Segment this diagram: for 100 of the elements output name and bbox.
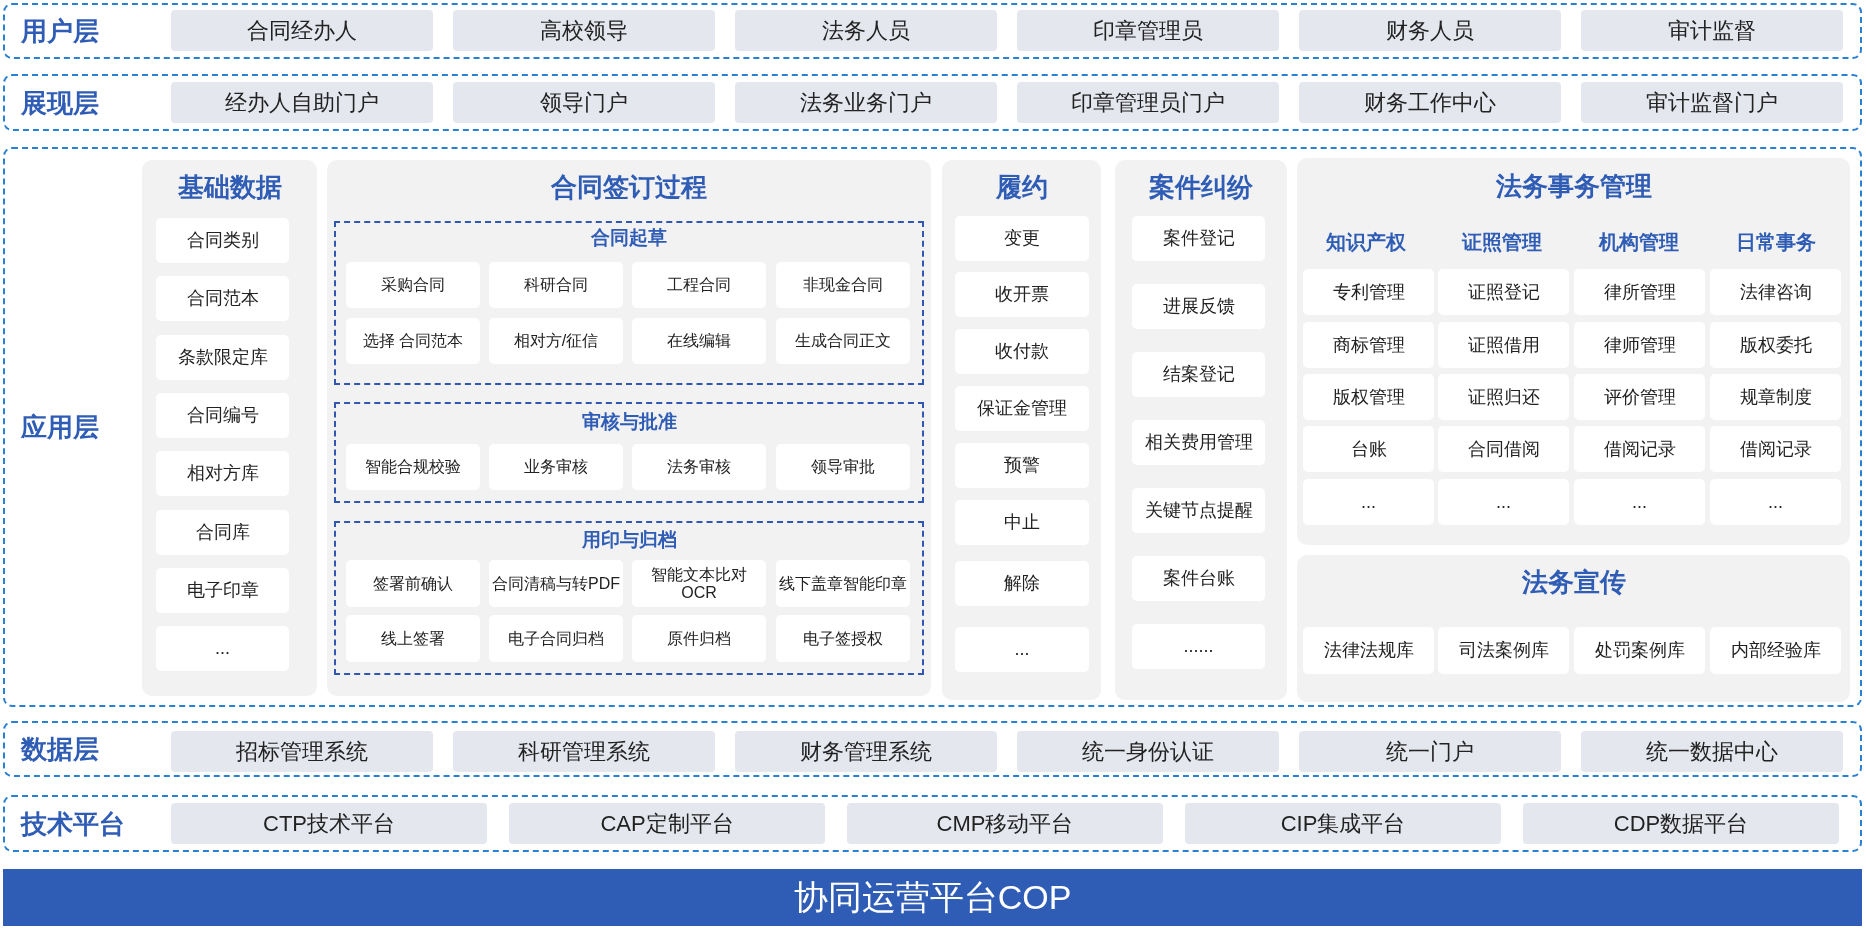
layer-item-tile: CMP移动平台 <box>847 803 1163 844</box>
function-tile: 法务审核 <box>632 444 766 490</box>
function-tile: 原件归档 <box>632 615 766 662</box>
function-tile: 法律法规库 <box>1303 627 1434 674</box>
module-panel <box>327 160 931 696</box>
function-tile: 内部经验库 <box>1710 627 1841 674</box>
function-tile: ... <box>1574 479 1705 525</box>
function-tile: 证照借用 <box>1438 322 1569 368</box>
layer-band <box>3 795 1862 852</box>
function-tile: 领导审批 <box>776 444 910 490</box>
function-tile: 商标管理 <box>1303 322 1434 368</box>
layer-item-tile: 统一数据中心 <box>1581 731 1843 772</box>
module-title: 合同签订过程 <box>551 170 707 204</box>
function-tile: 合同库 <box>156 510 289 555</box>
platform-banner: 协同运营平台COP <box>3 869 1862 926</box>
stage-frame <box>334 221 924 385</box>
function-tile: 保证金管理 <box>955 386 1089 431</box>
stage-title: 合同起草 <box>591 226 667 250</box>
function-tile: 处罚案例库 <box>1574 627 1705 674</box>
layer-item-tile: 印章管理员 <box>1017 10 1279 51</box>
function-tile: 线上签署 <box>346 615 480 662</box>
function-tile: 关键节点提醒 <box>1132 488 1265 533</box>
layer-item-tile: 统一身份认证 <box>1017 731 1279 772</box>
function-tile: 收开票 <box>955 272 1089 317</box>
function-tile: 律所管理 <box>1574 269 1705 315</box>
function-tile: ... <box>156 626 289 671</box>
function-tile: 智能文本比对OCR <box>632 560 766 607</box>
layer-item-tile: 审计监督门户 <box>1581 82 1843 123</box>
layer-title: 应用层 <box>21 410 99 444</box>
function-tile: 电子印章 <box>156 568 289 613</box>
layer-item-tile: 财务工作中心 <box>1299 82 1561 123</box>
function-tile: 案件台账 <box>1132 556 1265 601</box>
module-title: 法务宣传 <box>1521 565 1626 599</box>
function-tile: 结案登记 <box>1132 352 1265 397</box>
function-tile: 进展反馈 <box>1132 284 1265 329</box>
function-tile: ... <box>1438 479 1569 525</box>
function-tile: 合同借阅 <box>1438 426 1569 472</box>
module-title: 基础数据 <box>177 170 282 204</box>
layer-item-tile: 经办人自助门户 <box>171 82 433 123</box>
function-tile: 条款限定库 <box>156 335 289 380</box>
module-title: 履约 <box>995 170 1048 204</box>
function-tile: 电子签授权 <box>776 615 910 662</box>
function-tile: 相关费用管理 <box>1132 420 1265 465</box>
function-tile: 业务审核 <box>489 444 623 490</box>
function-tile: 电子合同归档 <box>489 615 623 662</box>
function-tile: 司法案例库 <box>1438 627 1569 674</box>
function-tile: 收付款 <box>955 329 1089 374</box>
function-tile: ... <box>955 627 1089 672</box>
layer-title: 用户层 <box>21 14 99 48</box>
function-tile: 版权管理 <box>1303 374 1434 420</box>
stage-frame <box>334 402 924 503</box>
function-tile: 借阅记录 <box>1574 426 1705 472</box>
function-tile: 台账 <box>1303 426 1434 472</box>
layer-band <box>3 147 1862 707</box>
function-tile: 预警 <box>955 443 1089 488</box>
stage-title: 审核与批准 <box>581 410 677 434</box>
function-tile: 借阅记录 <box>1710 426 1841 472</box>
function-tile: 工程合同 <box>632 262 766 308</box>
column-heading: 机构管理 <box>1599 229 1679 255</box>
function-tile: 合同清稿与转PDF <box>489 560 623 607</box>
function-tile: 解除 <box>955 561 1089 606</box>
function-tile: 相对方/征信 <box>489 318 623 364</box>
layer-title: 技术平台 <box>21 807 125 840</box>
column-heading: 证照管理 <box>1462 229 1542 255</box>
function-tile: 线下盖章智能印章 <box>776 560 910 607</box>
function-tile: 合同编号 <box>156 393 289 438</box>
layer-band <box>3 721 1862 777</box>
layer-item-tile: CTP技术平台 <box>171 803 487 844</box>
module-title: 法务事务管理 <box>1495 169 1652 203</box>
layer-band <box>3 3 1862 59</box>
layer-item-tile: 高校领导 <box>453 10 715 51</box>
function-tile: 法律咨询 <box>1710 269 1841 315</box>
function-tile: 中止 <box>955 500 1089 545</box>
function-tile: 合同范本 <box>156 276 289 321</box>
layer-item-tile: 招标管理系统 <box>171 731 433 772</box>
column-heading: 知识产权 <box>1326 229 1406 255</box>
layer-item-tile: 印章管理员门户 <box>1017 82 1279 123</box>
function-tile: ... <box>1710 479 1841 525</box>
function-tile: 合同类别 <box>156 218 289 263</box>
layer-item-tile: CDP数据平台 <box>1523 803 1839 844</box>
function-tile: 智能合规校验 <box>346 444 480 490</box>
module-title: 案件纠纷 <box>1149 170 1253 204</box>
layer-band <box>3 74 1862 131</box>
function-tile: 案件登记 <box>1132 216 1265 261</box>
layer-item-tile: 合同经办人 <box>171 10 433 51</box>
function-tile: 签署前确认 <box>346 560 480 607</box>
stage-title: 用印与归档 <box>581 528 677 552</box>
function-tile: 律师管理 <box>1574 322 1705 368</box>
layer-item-tile: 法务业务门户 <box>735 82 997 123</box>
function-tile: 证照登记 <box>1438 269 1569 315</box>
function-tile: ... <box>1303 479 1434 525</box>
function-tile: 证照归还 <box>1438 374 1569 420</box>
function-tile: 科研合同 <box>489 262 623 308</box>
layer-item-tile: 财务管理系统 <box>735 731 997 772</box>
function-tile: ...... <box>1132 624 1265 669</box>
function-tile: 非现金合同 <box>776 262 910 308</box>
layer-item-tile: 领导门户 <box>453 82 715 123</box>
function-tile: 相对方库 <box>156 451 289 496</box>
layer-item-tile: CAP定制平台 <box>509 803 825 844</box>
function-tile: 版权委托 <box>1710 322 1841 368</box>
